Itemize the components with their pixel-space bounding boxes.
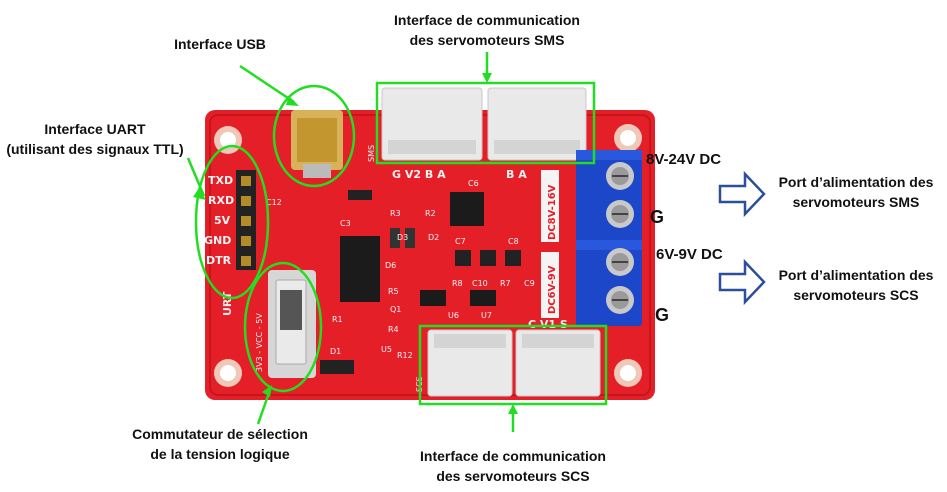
sms-connectors <box>381 87 587 161</box>
svg-text:C9: C9 <box>524 279 535 288</box>
port-sms-label: Port d’alimentation des servomoteurs SMS <box>778 174 934 210</box>
switch-highlight <box>243 261 323 393</box>
svg-text:R5: R5 <box>388 287 399 296</box>
svg-text:R3: R3 <box>390 209 401 218</box>
svg-text:R1: R1 <box>332 315 343 324</box>
sms-interface-label: Interface de communication des servomote… <box>394 12 580 48</box>
svg-text:D6: D6 <box>385 261 396 270</box>
svg-text:D2: D2 <box>428 233 439 242</box>
sms-pin-labels: G V2 B A <box>392 168 446 181</box>
scs-interface-label: Interface de communication des servomote… <box>420 448 606 484</box>
voltage-switch <box>268 270 316 378</box>
svg-text:C7: C7 <box>455 237 466 246</box>
arrow-scs <box>718 258 766 306</box>
svg-text:R4: R4 <box>388 325 399 334</box>
uart-highlight <box>194 144 270 300</box>
svg-text:D1: D1 <box>330 347 341 356</box>
pin-dtr: DTR <box>206 254 232 267</box>
usb-highlight <box>272 84 356 188</box>
sms-header-label: SMS <box>367 145 376 162</box>
svg-text:Q1: Q1 <box>390 305 401 314</box>
pin-gnd: GND <box>204 234 231 247</box>
highlight-annotations <box>186 52 608 432</box>
svg-text:C8: C8 <box>508 237 519 246</box>
arrow-sms <box>718 170 766 218</box>
svg-text:R8: R8 <box>452 279 463 288</box>
voltage-low-label: 6V-9V DC <box>656 246 723 263</box>
svg-text:R7: R7 <box>500 279 511 288</box>
terminal-block-sms <box>576 150 642 242</box>
uart-header <box>236 170 256 270</box>
svg-text:C6: C6 <box>468 179 479 188</box>
port-scs-label: Port d’alimentation des servomoteurs SCS <box>778 267 934 303</box>
svg-text:U7: U7 <box>481 311 492 320</box>
pin-txd: TXD <box>208 174 233 187</box>
main-ic <box>340 236 380 302</box>
dc-high-label: DC8V-16V <box>547 184 558 240</box>
ic-u3 <box>450 192 484 226</box>
ground-bottom-label: G <box>655 305 670 325</box>
sms-pin-labels-right: B A <box>506 168 527 181</box>
vcc-switch-label: 3V3 - VCC - 5V <box>255 313 264 372</box>
switch-label: Commutateur de sélection de la tension l… <box>132 426 308 462</box>
svg-text:R2: R2 <box>425 209 436 218</box>
part-designators: C12 C3 R3 R2 C6 D3 D2 D6 C7 C8 R5 Q1 R8 … <box>266 179 535 360</box>
svg-text:D3: D3 <box>397 233 408 242</box>
pin-rxd: RXD <box>208 194 234 207</box>
voltage-high-label: 8V-24V DC <box>646 151 722 168</box>
ground-top-label: G <box>650 207 665 227</box>
scs-pin-labels: C V1 S <box>528 318 568 331</box>
svg-text:R12: R12 <box>397 351 413 360</box>
svg-text:C10: C10 <box>472 279 488 288</box>
power-arrows <box>718 170 766 306</box>
svg-text:U6: U6 <box>448 311 459 320</box>
usb-connector <box>291 110 343 178</box>
svg-text:C12: C12 <box>266 198 282 207</box>
pin-5v: 5V <box>214 214 231 227</box>
scs-connectors <box>427 329 601 397</box>
sms-highlight <box>375 81 596 165</box>
uart-label-text: Interface UART (utilisant des signaux TT… <box>6 121 184 157</box>
dc-low-label: DC6V-9V <box>547 265 558 314</box>
terminal-block-scs <box>576 240 642 326</box>
svg-text:U5: U5 <box>381 345 392 354</box>
svg-text:C3: C3 <box>340 219 351 228</box>
usb-label: Interface USB <box>174 36 266 52</box>
